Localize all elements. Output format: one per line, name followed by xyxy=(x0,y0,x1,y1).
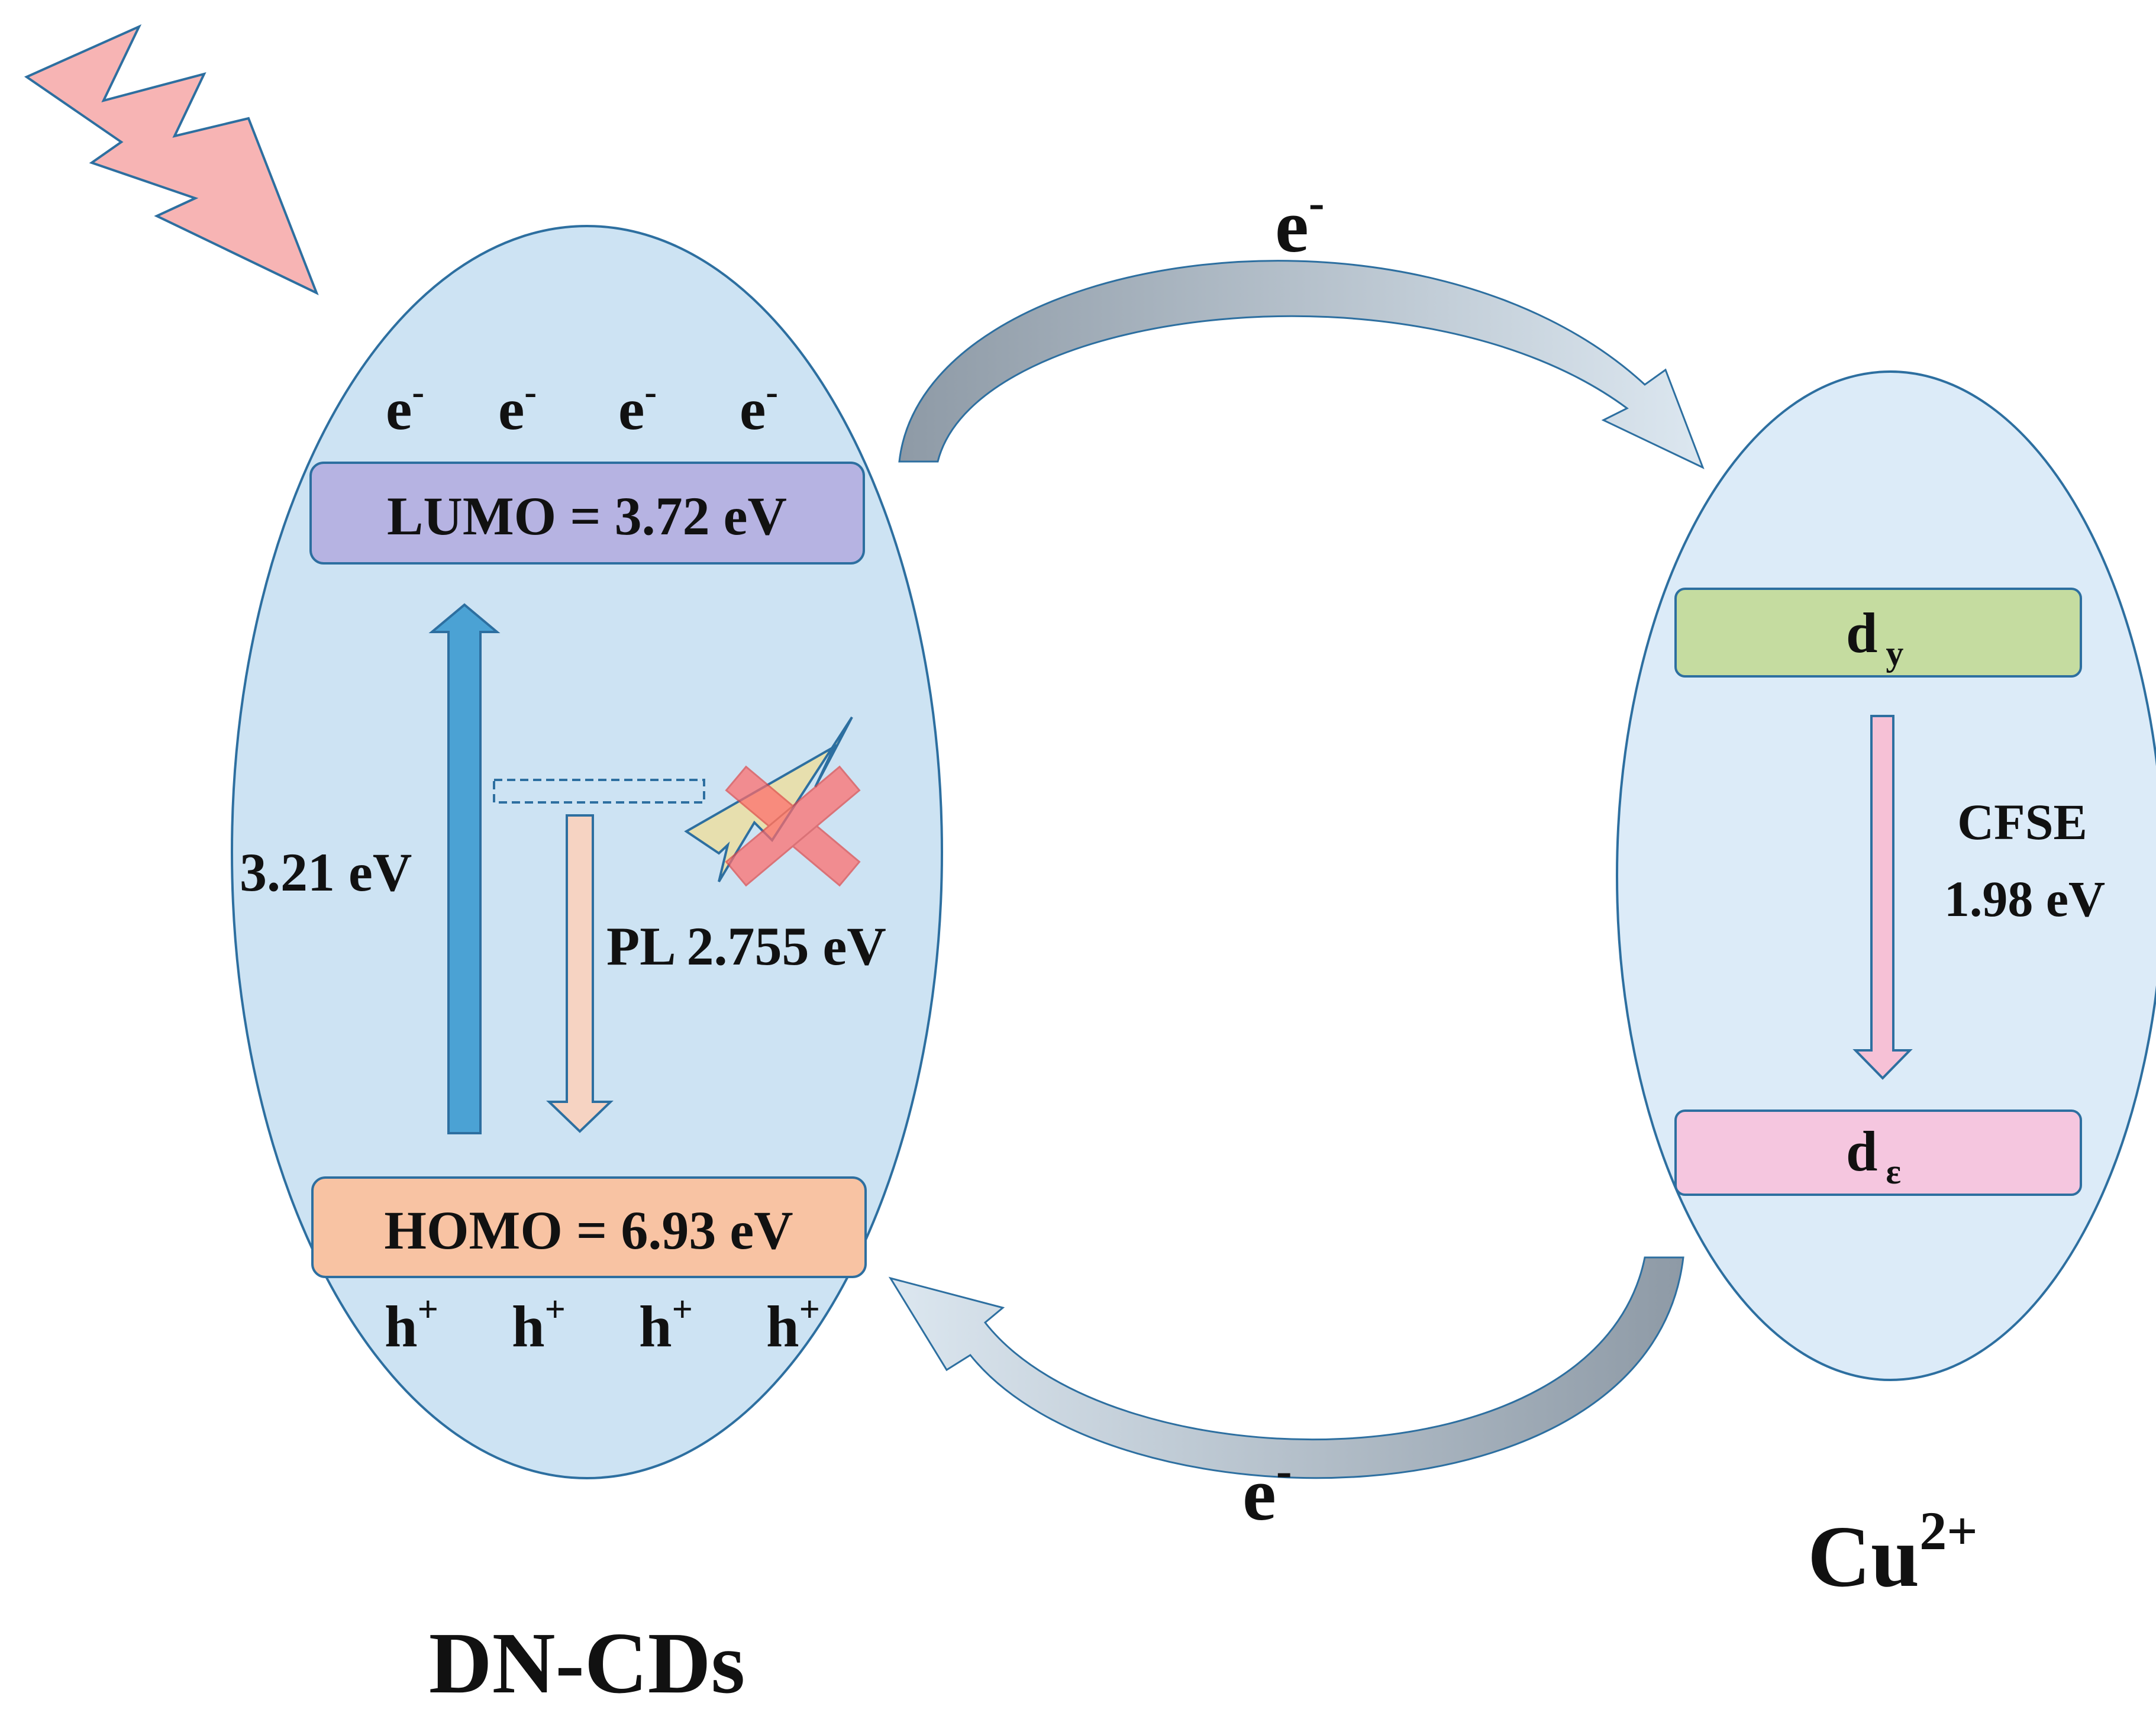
electron-row: e- e- e- e- xyxy=(386,372,778,442)
lumo-label: LUMO = 3.72 eV xyxy=(387,486,787,546)
excitation-arrow xyxy=(428,603,501,1134)
homo-level xyxy=(311,1176,867,1278)
hole: h+ xyxy=(766,1289,820,1359)
de-level xyxy=(1674,1110,2082,1196)
pl-arrow xyxy=(546,814,614,1133)
cfse-value: 1.98 eV xyxy=(1944,870,2105,927)
electron: e- xyxy=(386,372,424,442)
homo-label: HOMO = 6.93 eV xyxy=(384,1200,793,1260)
cfse-arrow xyxy=(1852,715,1913,1080)
hole: h+ xyxy=(385,1289,438,1359)
dn-cds-label: DN-CDs xyxy=(429,1615,745,1712)
pl-label: PL 2.755 eV xyxy=(606,916,886,976)
cfse-label: CFSE xyxy=(1957,794,2087,850)
transfer-arrow-top xyxy=(898,260,1705,469)
electron: e- xyxy=(498,372,537,442)
electron-transfer-top: e- xyxy=(1275,177,1324,268)
hole-row: h+ h+ h+ h+ xyxy=(385,1289,820,1359)
gap-label: 3.21 eV xyxy=(240,842,412,902)
electron-transfer-bottom: e- xyxy=(1242,1445,1292,1536)
electron: e- xyxy=(618,372,657,442)
transfer-arrow-bottom xyxy=(888,1256,1684,1479)
hole: h+ xyxy=(639,1289,693,1359)
lumo-level xyxy=(309,462,865,565)
cu-label: Cu2+ xyxy=(1808,1501,1978,1605)
lightning-icon xyxy=(24,24,319,296)
trap-level xyxy=(493,779,705,804)
electron: e- xyxy=(740,372,778,442)
quench-cross-icon xyxy=(725,765,861,887)
hole: h+ xyxy=(512,1289,566,1359)
dy-level xyxy=(1674,588,2082,678)
